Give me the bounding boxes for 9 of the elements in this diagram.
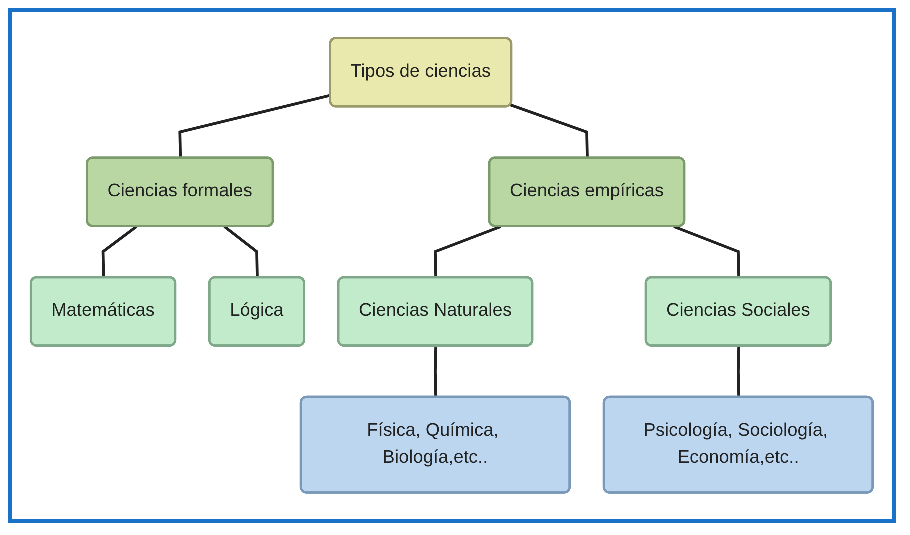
- connector: [674, 225, 740, 278]
- connector: [178, 94, 332, 158]
- connector: [737, 346, 740, 398]
- connector: [434, 346, 438, 398]
- connector: [510, 104, 589, 158]
- connector: [102, 226, 138, 278]
- connector: [434, 225, 502, 278]
- frame-border: Tipos de ciencias Ciencias formales Ciencias empíricas Matemáticas Lógica Ciencias Naturales Ciencias Sociales Física, Química, Biología,etc.. Psicología, Sociología, Economía,etc..: [8, 8, 896, 523]
- connector: [224, 226, 259, 278]
